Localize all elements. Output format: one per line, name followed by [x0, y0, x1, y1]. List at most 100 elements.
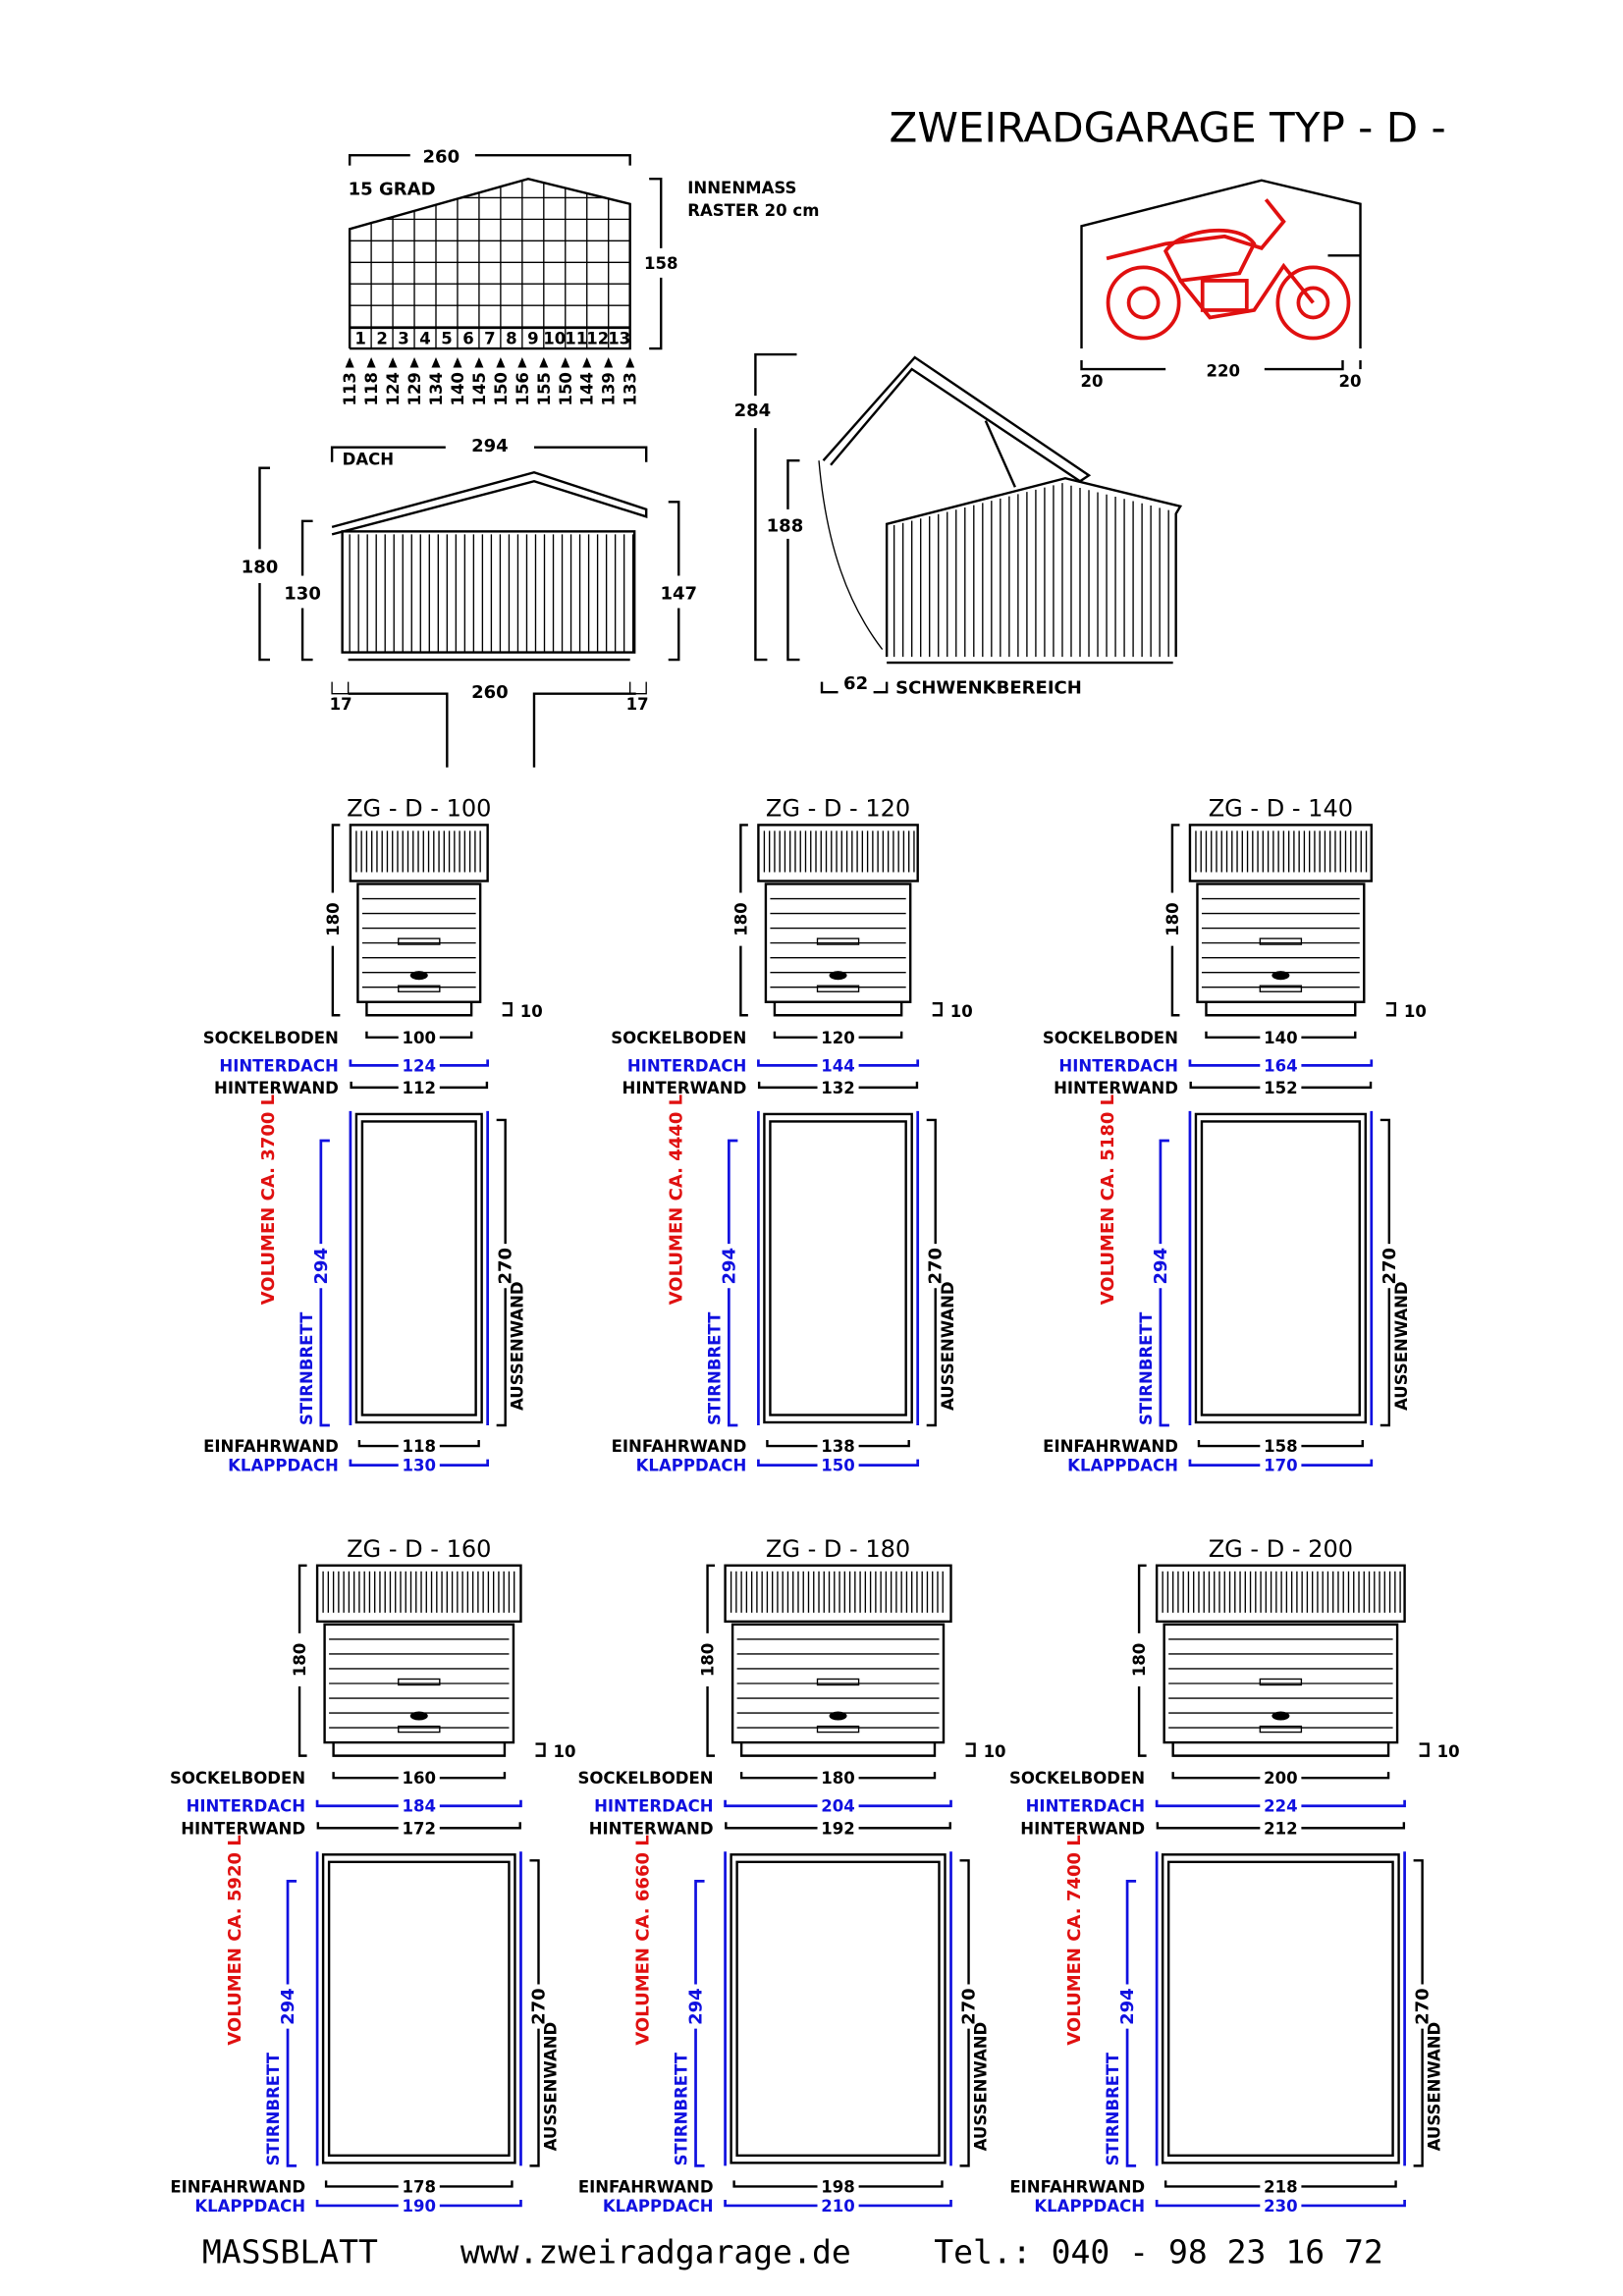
grid-height-value: 129	[406, 372, 424, 405]
hinterdach-value: 164	[1264, 1056, 1297, 1075]
klappdach-value: 230	[1264, 2197, 1297, 2216]
plan-inner-wall	[769, 1120, 907, 1416]
side-roof-label: DACH	[343, 451, 394, 469]
einfahrwand-label: EINFAHRWAND	[578, 2177, 714, 2196]
dim-line	[739, 824, 748, 893]
dim-line	[706, 1685, 716, 1757]
hinterdach-label: HINTERDACH	[1058, 1056, 1178, 1075]
gas-strut	[984, 420, 1016, 488]
grid-height-value: 118	[362, 372, 381, 405]
dim-line	[349, 1459, 399, 1467]
dim-line	[319, 1288, 330, 1427]
model-door	[323, 1623, 515, 1744]
length-wall-value: 270	[529, 1988, 550, 2025]
dim-line	[1301, 1081, 1373, 1090]
stirnbrett-label: STIRNBRETT	[264, 2052, 283, 2165]
einfahrwand-label: EINFAHRWAND	[1009, 2177, 1145, 2196]
arrow-up-icon	[366, 357, 376, 368]
sockelboden-value: 200	[1264, 1769, 1297, 1788]
grid-column-number: 8	[506, 330, 517, 348]
open-height: 284	[734, 400, 772, 421]
dim-line	[858, 2180, 944, 2188]
footer-phone: Tel.: 040 - 98 23 16 72	[934, 2233, 1383, 2271]
plan-inner-wall	[360, 1120, 477, 1416]
length-roof-value: 294	[719, 1248, 739, 1285]
motorcycle-fit-drawing: 220 20 20	[1080, 179, 1362, 391]
dim-line	[439, 1772, 507, 1780]
model-door	[1196, 882, 1366, 1003]
door-handle	[398, 985, 441, 992]
aussenwand-label: AUSSENWAND	[939, 1281, 957, 1411]
volume-label: VOLUMEN CA. 4440 L	[666, 1095, 686, 1306]
dim-line	[535, 1742, 546, 1757]
klappdach-label: KLAPPDACH	[1034, 2197, 1145, 2216]
aussenwand-label: AUSSENWAND	[1426, 2022, 1444, 2152]
length-wall-value: 270	[496, 1248, 516, 1285]
hinterdach-label: HINTERDACH	[219, 1056, 339, 1075]
footer-website[interactable]: www.zweiradgarage.de	[460, 2233, 851, 2271]
dim-line	[331, 824, 341, 893]
lock-icon	[1271, 1711, 1290, 1721]
moto-margin-right: 20	[1339, 372, 1362, 391]
dim-line	[727, 1288, 738, 1427]
dim-line	[739, 1772, 818, 1780]
sockelboden-label: SOCKELBODEN	[170, 1769, 305, 1788]
moto-margin-left: 20	[1081, 372, 1104, 391]
dim-line	[439, 1059, 490, 1067]
volume-label: VOLUMEN CA. 5180 L	[1098, 1095, 1118, 1306]
arrow-up-icon	[453, 357, 462, 368]
dim-line	[324, 2180, 399, 2188]
open-roof-panel	[822, 355, 1092, 483]
dim-line	[858, 1059, 920, 1067]
side-roof-length: 294	[471, 436, 509, 456]
dim-line	[331, 945, 341, 1017]
volume-label: VOLUMEN CA. 3700 L	[258, 1095, 279, 1306]
einfahrwand-value: 178	[403, 2177, 436, 2196]
lock-icon	[829, 971, 847, 981]
plan-outer-wall	[1161, 1853, 1400, 2164]
open-wall-height: 188	[767, 515, 804, 536]
length-roof-value: 294	[278, 1988, 298, 2025]
grid-height-value: 144	[578, 372, 597, 405]
dim-line	[858, 2199, 952, 2208]
door-handle	[816, 1678, 860, 1686]
hinterdach-value: 224	[1264, 1797, 1297, 1816]
hinterdach-value: 144	[821, 1056, 854, 1075]
model-plinth	[739, 1742, 937, 1757]
dim-line	[349, 1059, 399, 1067]
dim-line	[1156, 1822, 1261, 1830]
model-roof	[349, 824, 489, 882]
hinterwand-label: HINTERWAND	[1054, 1079, 1178, 1097]
side-elevation-drawing: 294 DACH 180 130 147 260 17 17	[242, 436, 697, 768]
dim-line	[1385, 1002, 1397, 1017]
hinterdach-value: 204	[821, 1797, 854, 1816]
sockelboden-label: SOCKELBODEN	[577, 1769, 713, 1788]
side-wall	[341, 530, 636, 654]
dim-line	[332, 1772, 399, 1780]
door-handle	[398, 1678, 441, 1686]
dim-line	[1170, 824, 1180, 893]
model-roof	[724, 1564, 952, 1624]
door-handle	[1259, 1725, 1303, 1734]
dim-line	[1301, 2199, 1406, 2208]
model-height: 180	[1130, 1643, 1149, 1677]
dim-line	[1301, 1059, 1374, 1067]
hinterwand-value: 192	[821, 1819, 854, 1838]
moto-inner-width: 220	[1207, 362, 1240, 381]
dim-line	[724, 2199, 818, 2208]
model-door	[730, 1623, 946, 1744]
sockelboden-value: 120	[821, 1029, 854, 1047]
hinterwand-label: HINTERWAND	[181, 1819, 305, 1838]
door-handle	[398, 937, 441, 945]
einfahrwand-label: EINFAHRWAND	[1043, 1437, 1178, 1456]
model-plinth	[1171, 1742, 1390, 1757]
dim-line	[1301, 1772, 1390, 1780]
dim-line	[1301, 1031, 1357, 1039]
hinterdach-label: HINTERDACH	[1026, 1797, 1145, 1816]
dim-line	[319, 1139, 330, 1245]
dim-line	[1419, 1742, 1430, 1757]
dim-line	[1163, 2180, 1261, 2188]
dim-line	[439, 1459, 490, 1467]
